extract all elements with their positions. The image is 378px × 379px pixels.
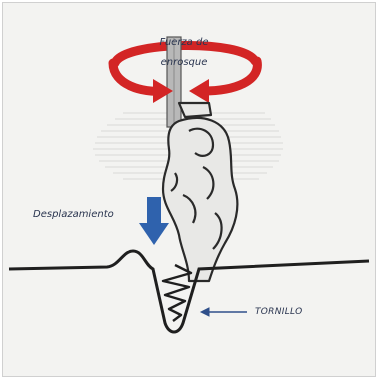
displacement-label: Desplazamiento	[33, 209, 114, 220]
hand-sketch	[163, 103, 237, 281]
displacement-arrow	[139, 197, 169, 245]
diagram-frame: Fuerza de enrosque Desplazamiento TORNIL…	[2, 2, 376, 377]
rotation-arrow-head-right	[189, 79, 209, 103]
force-label: Fuerza de enrosque	[149, 33, 219, 73]
left-arrow-icon	[201, 308, 247, 316]
screw-label: TORNILLO	[255, 307, 302, 317]
